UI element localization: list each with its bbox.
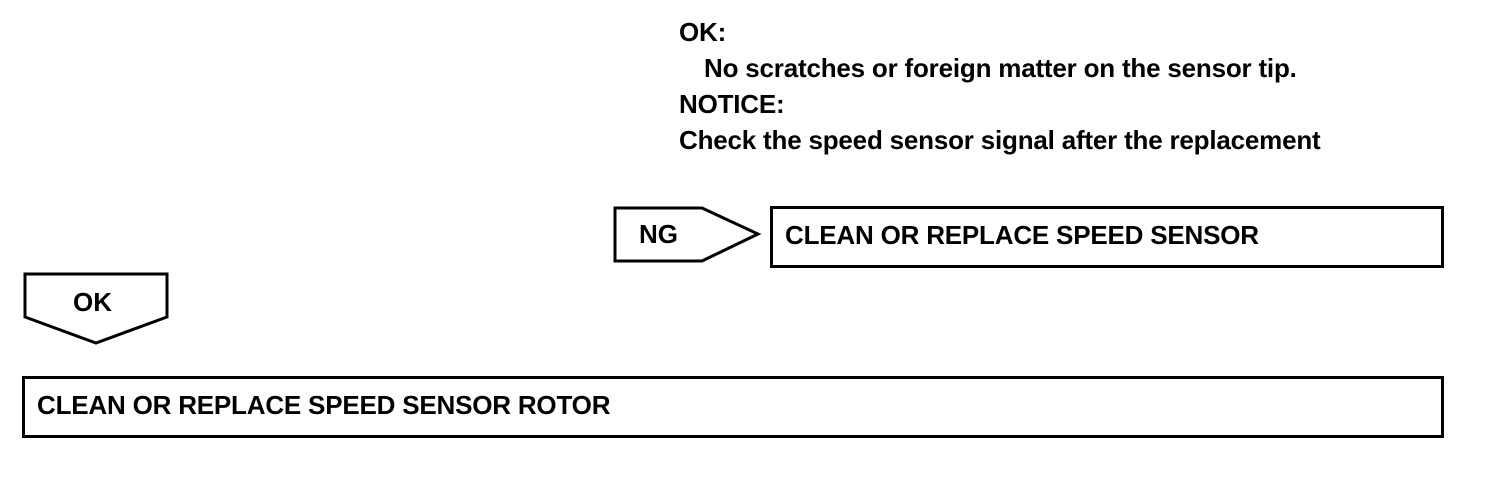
- ok-arrow-shape: [23, 272, 169, 345]
- ng-action-box: [770, 206, 1444, 268]
- ok-arrow-label: OK: [73, 287, 112, 317]
- ok-action-label: CLEAN OR REPLACE SPEED SENSOR ROTOR: [37, 390, 611, 420]
- ok-criteria-text: No scratches or foreign matter on the se…: [704, 53, 1297, 83]
- inspection-note: OK: No scratches or foreign matter on th…: [679, 14, 1479, 158]
- ng-arrow-shape: [613, 206, 762, 263]
- ng-action-label: CLEAN OR REPLACE SPEED SENSOR: [785, 220, 1259, 250]
- ng-arrow-label: NG: [639, 219, 678, 249]
- notice-heading: NOTICE:: [679, 89, 785, 119]
- ok-heading: OK:: [679, 17, 727, 47]
- ok-action-box: [22, 376, 1444, 438]
- notice-text: Check the speed sensor signal after the …: [679, 125, 1321, 155]
